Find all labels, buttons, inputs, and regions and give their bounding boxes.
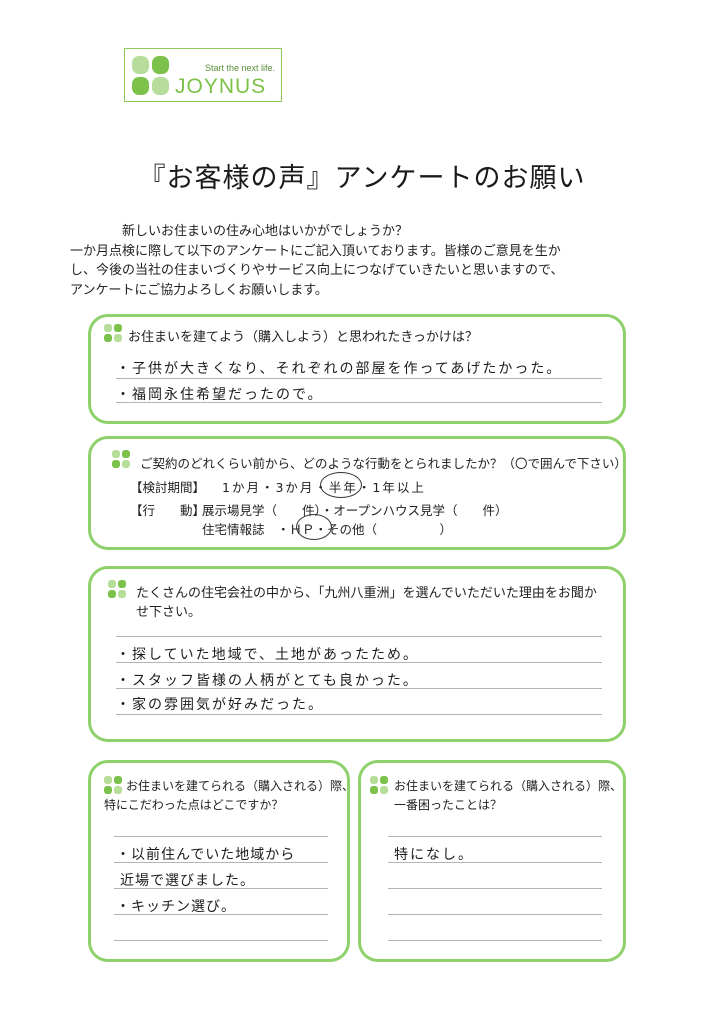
page-title: 『お客様の声』アンケートのお願い <box>138 163 586 194</box>
answer-3-3: ・家の雰囲気が好みだった。 <box>116 697 324 713</box>
answer-line <box>388 836 602 837</box>
question-1: お住まいを建てよう（購入しよう）と思われたきっかけは？ <box>128 330 478 345</box>
intro-line: し、今後の当社の住まいづくりやサービス向上につなげていきたいと思いますので、 <box>70 263 564 278</box>
answer-line <box>388 862 602 863</box>
answer-line <box>116 378 602 379</box>
answer-line <box>116 688 602 689</box>
answer-line <box>388 940 602 941</box>
clover-bullet-icon <box>112 450 130 468</box>
answer-line <box>116 402 602 403</box>
action-options-line1: 展示場見学（ 件）・オープンハウス見学（ 件） <box>202 503 508 518</box>
logo-brand: JOYNUS <box>175 75 267 98</box>
circled-period-mark <box>320 472 362 498</box>
clover-bullet-icon <box>104 324 122 342</box>
answer-line <box>388 888 602 889</box>
company-logo: Start the next life. JOYNUS <box>124 48 282 102</box>
answer-line <box>116 714 602 715</box>
answer-line <box>114 862 328 863</box>
answer-3-1: ・探していた地域で、土地があったため。 <box>116 647 420 663</box>
answer-1-1: ・子供が大きくなり、それぞれの部屋を作ってあげたかった。 <box>116 361 563 377</box>
answer-4-2: 近場で選びました。 <box>120 873 255 889</box>
answer-line <box>114 836 328 837</box>
answer-line <box>116 636 602 637</box>
intro-line: 新しいお住まいの住み心地はいかがでしょうか？ <box>122 224 409 239</box>
answer-line <box>114 940 328 941</box>
question-4-line1: お住まいを建てられる（購入される）際、 <box>126 779 355 793</box>
question-box-1 <box>88 314 626 424</box>
question-3-line1: たくさんの住宅会社の中から、「九州八重洲」を選んでいただいた理由をお聞か <box>136 586 597 601</box>
question-4-line2: 特にこだわった点はどこですか？ <box>104 798 284 812</box>
answer-3-2: ・スタッフ皆様の人柄がとても良かった。 <box>116 673 419 689</box>
question-3-line2: せ下さい。 <box>136 605 202 620</box>
question-5-line2: 一番困ったことは？ <box>394 798 503 812</box>
question-box-4 <box>88 760 350 962</box>
clover-bullet-icon <box>108 580 126 598</box>
circled-action-mark <box>296 514 332 540</box>
answer-line <box>114 914 328 915</box>
intro-line: アンケートにご協力よろしくお願いします。 <box>70 282 328 298</box>
clover-bullet-icon <box>370 776 388 794</box>
period-label: 【検討期間】 <box>130 480 206 495</box>
answer-line <box>116 662 602 663</box>
intro-text: 新しいお住まいの住み心地はいかがでしょうか？ 一か月点検に際して以下のアンケート… <box>70 222 638 300</box>
question-box-3 <box>88 566 626 742</box>
answer-line <box>114 888 328 889</box>
action-label: 【行 動】 <box>130 503 206 518</box>
answer-1-2: ・福岡永住希望だったので。 <box>116 387 324 403</box>
question-2: ご契約のどれくらい前から、どのような行動をとられましたか？（〇で囲んで下さい） <box>140 456 627 471</box>
answer-4-1: ・以前住んでいた地域から <box>116 847 296 863</box>
answer-4-3: ・キッチン選び。 <box>116 899 236 915</box>
question-5-line1: お住まいを建てられる（購入される）際、 <box>394 779 623 793</box>
answer-5-1: 特になし。 <box>394 847 474 863</box>
intro-line: 一か月点検に際して以下のアンケートにご記入頂いております。皆様のご意見を生か <box>70 243 561 259</box>
clover-logo-icon <box>132 56 169 95</box>
question-box-5 <box>358 760 626 962</box>
answer-line <box>388 914 602 915</box>
clover-bullet-icon <box>104 776 122 794</box>
logo-tagline: Start the next life. <box>205 63 276 73</box>
